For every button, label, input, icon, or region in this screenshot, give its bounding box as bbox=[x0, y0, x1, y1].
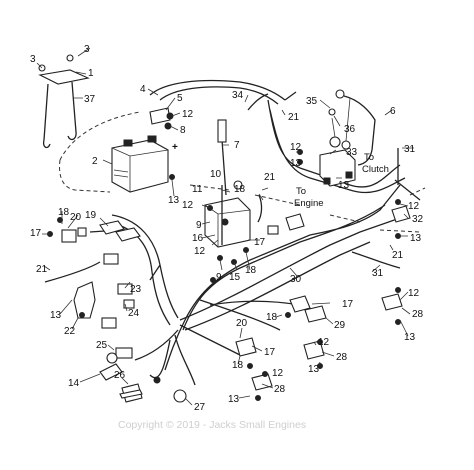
callout-8: 8 bbox=[180, 125, 186, 136]
harness-lower-branch bbox=[134, 299, 301, 386]
callout-31: 31 bbox=[404, 144, 416, 155]
callout-12: 12 bbox=[408, 288, 420, 299]
callout-13: 13 bbox=[290, 158, 302, 169]
callout-16: 16 bbox=[192, 233, 204, 244]
callout-37: 37 bbox=[84, 94, 96, 105]
callout-32: 32 bbox=[412, 214, 424, 225]
callout-28: 28 bbox=[274, 384, 286, 395]
callout-18: 18 bbox=[58, 207, 70, 218]
to-clutch-label-2: Clutch bbox=[362, 164, 389, 175]
frame-outline bbox=[59, 111, 426, 233]
callout-13: 13 bbox=[410, 233, 422, 244]
callout-31: 31 bbox=[372, 268, 384, 279]
callout-21: 21 bbox=[392, 250, 404, 261]
callout-10: 10 bbox=[210, 169, 222, 180]
callout-13: 13 bbox=[50, 310, 62, 321]
callout-12: 12 bbox=[272, 368, 284, 379]
to-engine-label: To bbox=[296, 186, 306, 197]
callout-30: 30 bbox=[290, 274, 302, 285]
callout-3: 3 bbox=[84, 44, 90, 55]
callout-1: 1 bbox=[88, 68, 94, 79]
callout-12: 12 bbox=[290, 142, 302, 153]
callout-18: 18 bbox=[245, 265, 257, 276]
callout-17: 17 bbox=[254, 237, 266, 248]
callout-21: 21 bbox=[288, 112, 300, 123]
main-harness-wire bbox=[149, 79, 286, 105]
callout-13: 13 bbox=[308, 364, 320, 375]
callout-17: 17 bbox=[30, 228, 42, 239]
callout-5: 5 bbox=[177, 93, 183, 104]
callout-28: 28 bbox=[412, 309, 424, 320]
leader-lines bbox=[36, 47, 414, 406]
fasteners bbox=[47, 149, 401, 401]
harness-long-run bbox=[179, 217, 401, 331]
callout-13: 13 bbox=[228, 394, 240, 405]
callout-4: 4 bbox=[140, 84, 146, 95]
callout-13: 13 bbox=[338, 180, 350, 191]
battery-plus-sign: + bbox=[172, 142, 178, 153]
callout-19: 19 bbox=[85, 210, 97, 221]
wire-ignition-rod bbox=[221, 139, 227, 196]
callout-6: 6 bbox=[390, 106, 396, 117]
callout-18: 18 bbox=[266, 312, 278, 323]
callout-23: 23 bbox=[130, 284, 142, 295]
callout-13: 13 bbox=[404, 332, 416, 343]
wire-31-right bbox=[351, 251, 401, 269]
callout-26: 26 bbox=[114, 370, 126, 381]
callout-13: 13 bbox=[168, 195, 180, 206]
callout-21: 21 bbox=[264, 172, 276, 183]
harness-to-clutch bbox=[267, 99, 406, 194]
battery bbox=[111, 135, 169, 193]
callout-7: 7 bbox=[234, 140, 240, 151]
callout-12: 12 bbox=[194, 246, 206, 257]
callout-20: 20 bbox=[236, 318, 248, 329]
callout-12: 12 bbox=[182, 109, 194, 120]
callout-9: 9 bbox=[196, 220, 202, 231]
callout-17: 17 bbox=[342, 299, 354, 310]
callout-25: 25 bbox=[96, 340, 108, 351]
copyright-watermark: Copyright © 2019 - Jacks Small Engines bbox=[118, 419, 306, 431]
wire-21-left bbox=[44, 261, 101, 283]
callout-12: 12 bbox=[408, 201, 420, 212]
to-clutch-label: To bbox=[364, 152, 374, 163]
callout-35: 35 bbox=[306, 96, 318, 107]
callout-20: 20 bbox=[70, 212, 82, 223]
callout-29: 29 bbox=[334, 320, 346, 331]
callout-22: 22 bbox=[64, 326, 76, 337]
harness-left-branch bbox=[89, 214, 179, 326]
callout-21: 21 bbox=[36, 264, 48, 275]
callout-34: 34 bbox=[232, 90, 244, 101]
callout-2: 2 bbox=[92, 156, 98, 167]
harness-to-frame bbox=[164, 179, 421, 371]
wire-21-top-right bbox=[284, 91, 297, 101]
callout-3: 3 bbox=[30, 54, 36, 65]
callout-36: 36 bbox=[344, 124, 356, 135]
callout-15: 15 bbox=[229, 272, 241, 283]
lower-components bbox=[99, 347, 187, 403]
to-engine-label-2: Engine bbox=[294, 198, 324, 209]
callout-12: 12 bbox=[182, 200, 194, 211]
callout-33: 33 bbox=[346, 147, 358, 158]
callout-17: 17 bbox=[264, 347, 276, 358]
callout-24: 24 bbox=[128, 308, 140, 319]
callout-28: 28 bbox=[336, 352, 348, 363]
callout-18: 18 bbox=[232, 360, 244, 371]
connector-group-left bbox=[61, 220, 141, 329]
callout-12: 12 bbox=[318, 337, 330, 348]
top-components bbox=[149, 89, 376, 223]
callout-14: 14 bbox=[68, 378, 80, 389]
hold-down-bracket bbox=[38, 54, 90, 149]
starter-solenoid bbox=[319, 97, 356, 187]
callout-9: 9 bbox=[216, 272, 222, 283]
callout-27: 27 bbox=[194, 402, 206, 413]
callout-18: 18 bbox=[234, 184, 246, 195]
callout-11: 11 bbox=[192, 184, 203, 195]
